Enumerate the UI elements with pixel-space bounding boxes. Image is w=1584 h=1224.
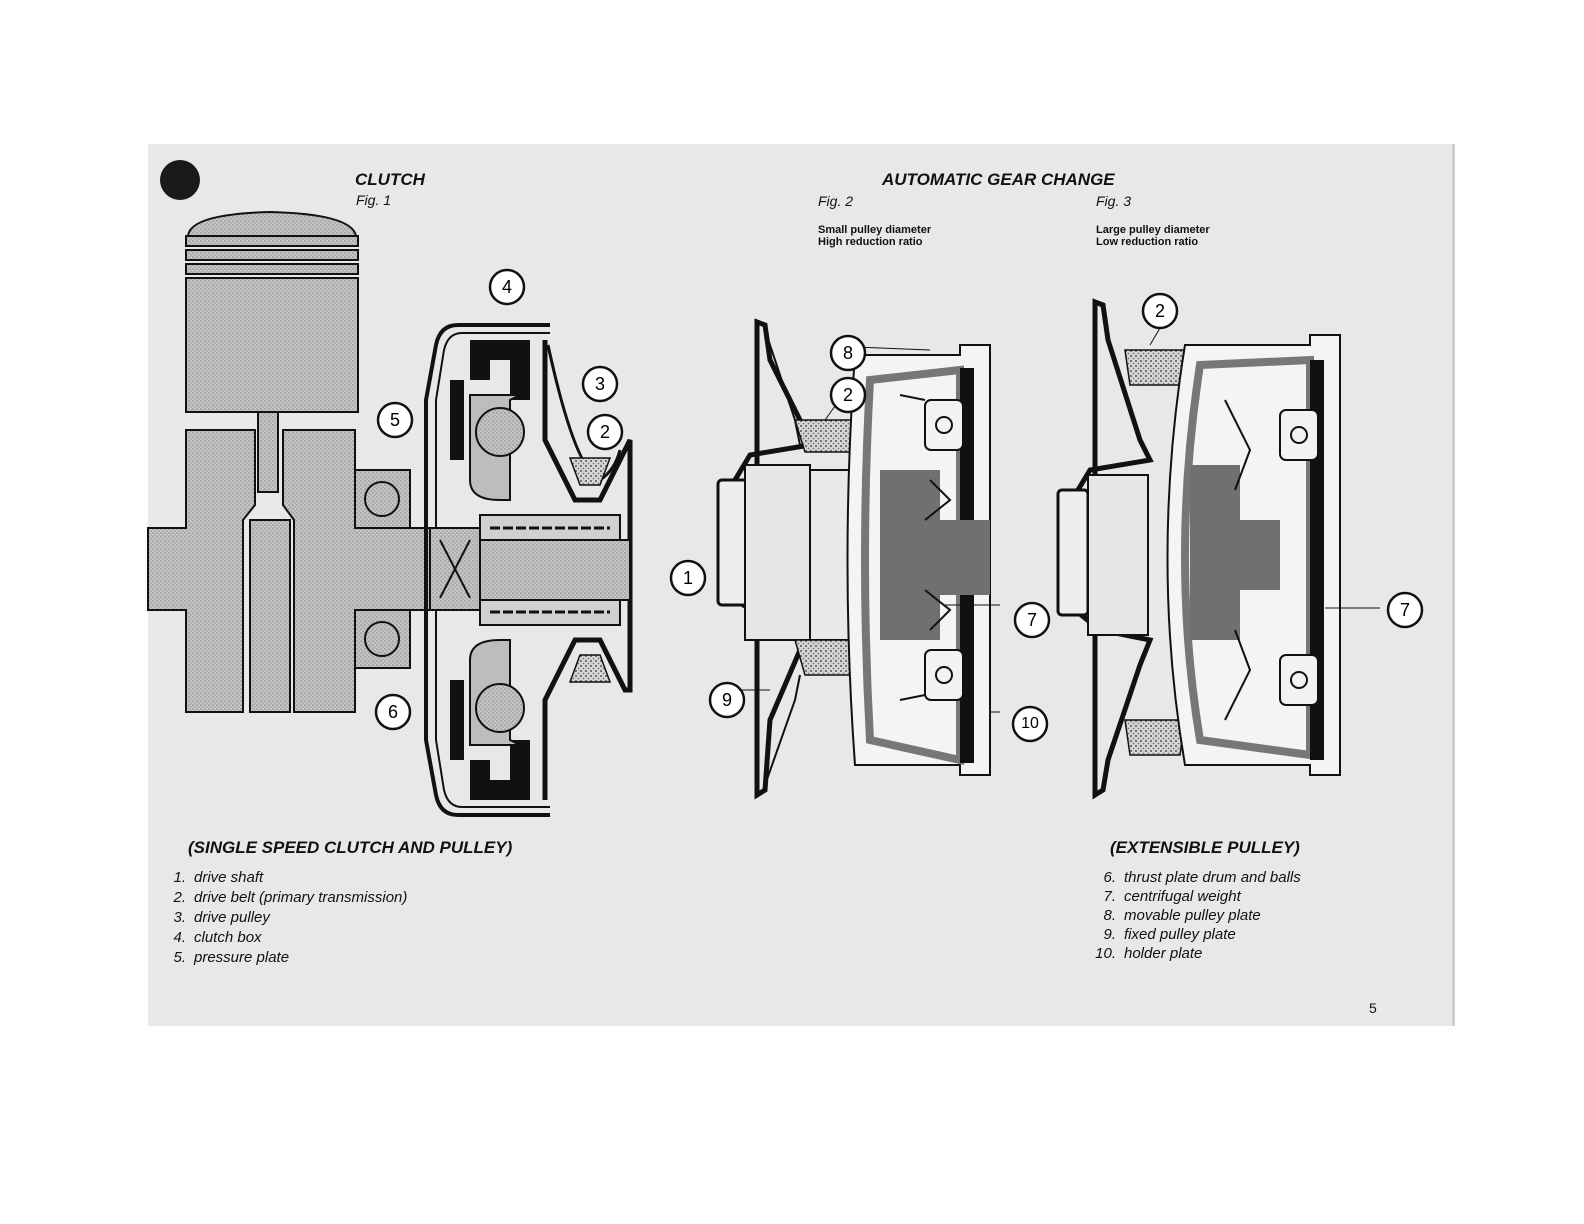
callout-10: 10 (1021, 715, 1039, 732)
callout-3: 3 (594, 374, 605, 394)
page-number: 5 (1369, 1000, 1377, 1016)
list-item: 8.movable pulley plate (1103, 907, 1261, 924)
fig2-desc-1: Small pulley diameter (818, 224, 932, 236)
fig3-desc-2: Low reduction ratio (1096, 236, 1199, 248)
callout-1: 1 (682, 568, 693, 588)
list-item: 6.thrust plate drum and balls (1103, 869, 1301, 886)
fig2-pulley-drawing (716, 318, 1000, 800)
gear-title: AUTOMATIC GEAR CHANGE (882, 170, 1115, 189)
fig2-desc-2: High reduction ratio (818, 236, 923, 248)
list-item: 2.drive belt (primary transmission) (173, 889, 408, 906)
callout-2-fig1: 2 (599, 422, 610, 442)
right-legend: 6.thrust plate drum and balls 7.centrifu… (1090, 868, 1301, 963)
callout-8: 8 (842, 343, 853, 363)
list-item: 4.clutch box (173, 929, 262, 946)
callout-2-fig2: 2 (842, 385, 853, 405)
left-caption: (SINGLE SPEED CLUTCH AND PULLEY) (188, 838, 513, 857)
fig1-label: Fig. 1 (356, 192, 392, 208)
left-legend: 1.drive shaft 2.drive belt (primary tran… (160, 868, 407, 968)
clutch-title: CLUTCH (355, 170, 425, 189)
callout-circles (374, 268, 1424, 743)
callout-7-fig2: 7 (1026, 610, 1037, 630)
callout-7-fig3: 7 (1399, 600, 1410, 620)
list-item: 7.centrifugal weight (1103, 888, 1241, 905)
callout-4: 4 (501, 277, 512, 297)
binder-hole (160, 160, 200, 200)
list-item: 10.holder plate (1095, 945, 1203, 962)
fig3-desc-1: Large pulley diameter (1096, 224, 1210, 236)
fig2-label: Fig. 2 (818, 193, 854, 209)
callout-9: 9 (721, 690, 732, 710)
list-item: 5.pressure plate (173, 949, 290, 966)
list-item: 3.drive pulley (173, 909, 270, 926)
list-item: 9.fixed pulley plate (1103, 926, 1236, 943)
right-caption: (EXTENSIBLE PULLEY) (1110, 838, 1300, 857)
callout-6: 6 (387, 702, 398, 722)
fig1-clutch-drawing (147, 210, 633, 817)
callout-5: 5 (389, 410, 400, 430)
fig3-label: Fig. 3 (1096, 193, 1132, 209)
callout-2-fig3: 2 (1154, 301, 1165, 321)
list-item: 1.drive shaft (173, 869, 264, 886)
fig3-pulley-drawing (1056, 298, 1380, 800)
